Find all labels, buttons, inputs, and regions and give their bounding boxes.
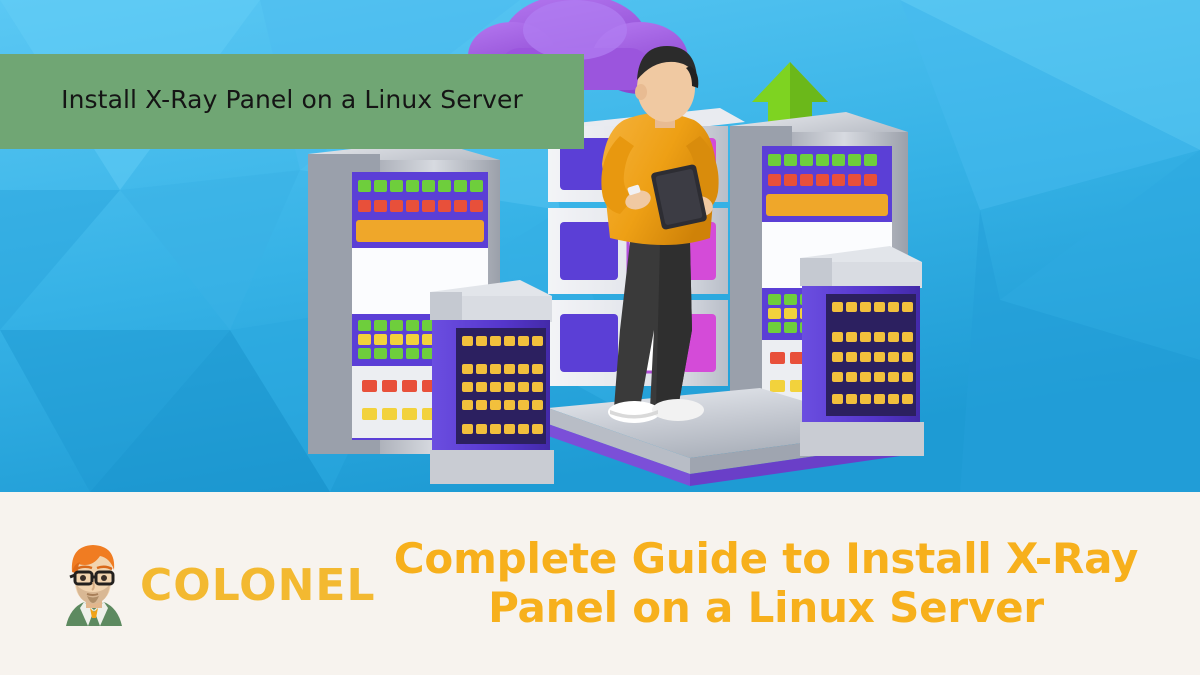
technician-character: [601, 46, 719, 423]
brand-wordmark: COLONEL: [140, 559, 376, 611]
banner-headline: Complete Guide to Install X-Ray Panel on…: [356, 533, 1200, 632]
headline-line-1: Complete Guide to Install X-Ray: [393, 533, 1139, 583]
bottom-banner: COLONEL Complete Guide to Install X-Ray …: [0, 492, 1200, 675]
hero-caption-overlay: Install X-Ray Panel on a Linux Server: [0, 54, 584, 149]
brand-logo[interactable]: COLONEL: [56, 542, 375, 626]
hero-caption-text: Install X-Ray Panel on a Linux Server: [61, 85, 523, 114]
hero-image: Install X-Ray Panel on a Linux Server: [0, 0, 1200, 492]
headline-line-2: Panel on a Linux Server: [488, 582, 1044, 632]
purple-tower-left: [430, 280, 554, 484]
colonel-mascot-icon: [56, 542, 130, 626]
purple-tower-right: [800, 246, 924, 456]
